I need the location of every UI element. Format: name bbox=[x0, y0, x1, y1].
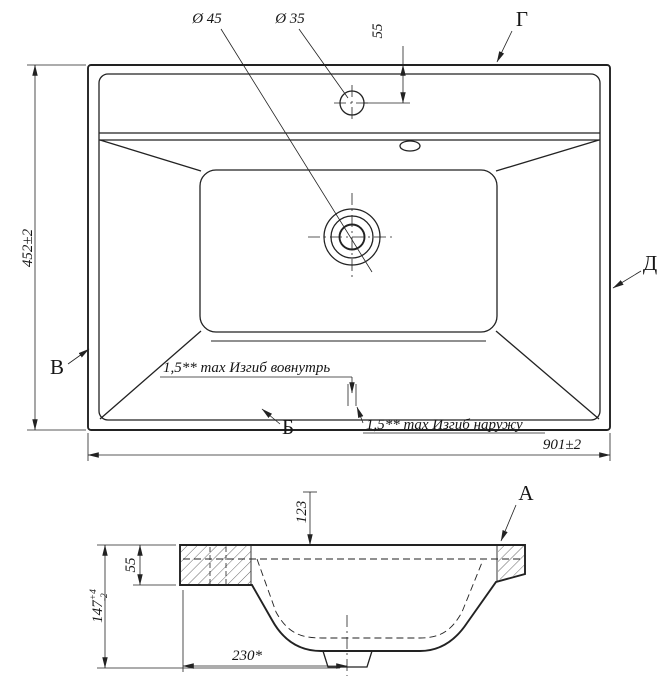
faucet-diameter-leader bbox=[298, 28, 349, 99]
top-view-dimensions: Ø 45 Ø 35 55 452±2 901±2 Г Д В Б 1,5** m… bbox=[20, 7, 657, 461]
view-label-d: Д bbox=[643, 251, 657, 275]
height-dim-label: 452±2 bbox=[20, 228, 36, 267]
view-label-g: Г bbox=[516, 7, 528, 31]
top-view bbox=[87, 64, 611, 431]
note-inward-text: 1,5** max Изгиб вовнутрь bbox=[163, 360, 330, 376]
note-outward-text: 1,5** max Изгиб наружу bbox=[366, 417, 523, 433]
label-v-leader bbox=[67, 348, 90, 365]
view-label-v: В bbox=[50, 355, 64, 379]
label-d-leader bbox=[612, 270, 642, 289]
label-a-leader bbox=[500, 504, 517, 542]
total-height-tol-minus: -2 bbox=[100, 593, 110, 601]
rim-hatch-right bbox=[498, 546, 524, 580]
total-height-tol-plus: +4 bbox=[89, 589, 99, 600]
sink-outer-outline bbox=[87, 64, 611, 431]
note-outward-leader bbox=[356, 406, 364, 424]
overflow-slot bbox=[399, 140, 421, 152]
basin-floor bbox=[199, 169, 498, 333]
label-b-leader bbox=[261, 408, 281, 425]
drain-diameter-label: Ø 45 bbox=[191, 11, 222, 27]
rim-thickness-label: 55 bbox=[123, 557, 139, 573]
section-profile-outline bbox=[179, 544, 526, 652]
bottom-dim-label: 230* bbox=[232, 648, 263, 664]
view-label-a: А bbox=[518, 481, 534, 505]
drain-boss bbox=[322, 650, 373, 668]
hidden-bowl-line bbox=[256, 558, 484, 639]
sink-inner-rim bbox=[98, 73, 601, 421]
basin-slope-tr bbox=[495, 139, 600, 172]
faucet-offset-label: 55 bbox=[370, 23, 386, 39]
basin-slope-bl bbox=[99, 330, 202, 420]
view-label-b: Б bbox=[282, 415, 294, 439]
basin-slope-tl bbox=[99, 139, 202, 172]
width-dim-label: 901±2 bbox=[543, 437, 582, 453]
total-height-value: 147 bbox=[90, 599, 106, 623]
rim-hatch-left bbox=[181, 546, 251, 584]
total-height-label: 147+4-2 bbox=[89, 589, 110, 623]
label-g-leader bbox=[496, 30, 513, 63]
section-view-dimensions: А 123 55 147+4-2 230* bbox=[89, 481, 534, 672]
depth-dim-label: 123 bbox=[294, 501, 310, 524]
basin-slope-br bbox=[495, 330, 600, 420]
drain-diameter-leader bbox=[220, 28, 373, 273]
faucet-diameter-label: Ø 35 bbox=[274, 11, 305, 27]
